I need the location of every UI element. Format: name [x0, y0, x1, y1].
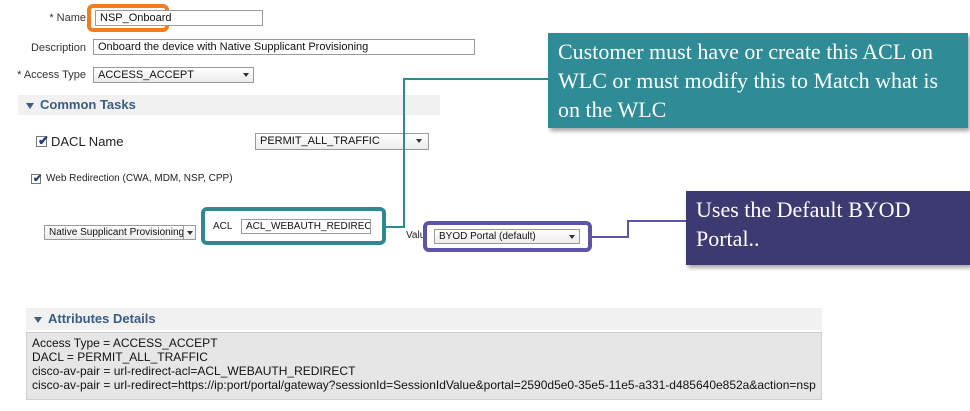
chevron-down-icon: [569, 235, 575, 239]
attributes-header[interactable]: Attributes Details: [26, 308, 822, 330]
dacl-select[interactable]: PERMIT_ALL_TRAFFIC: [255, 133, 429, 150]
acl-callout-text: Customer must have or create this ACL on…: [558, 39, 939, 122]
portal-callout: Uses the Default BYOD Portal..: [686, 191, 970, 265]
redirect-type-value: Native Supplicant Provisioning: [49, 227, 185, 238]
common-tasks-header[interactable]: Common Tasks: [18, 95, 440, 115]
web-redirect-checkbox[interactable]: ✔: [31, 173, 43, 185]
attributes-box: Access Type = ACCESS_ACCEPT DACL = PERMI…: [26, 332, 822, 400]
attribute-line: cisco-av-pair = url-redirect-acl=ACL_WEB…: [32, 364, 356, 378]
chevron-down-icon: [416, 139, 422, 143]
attribute-line: Access Type = ACCESS_ACCEPT: [32, 336, 218, 350]
dacl-checkbox[interactable]: ✔: [36, 133, 49, 148]
checkmark-icon: ✔: [38, 133, 49, 148]
description-input[interactable]: Onboard the device with Native Supplican…: [93, 39, 475, 55]
redirect-type-select[interactable]: Native Supplicant Provisioning: [44, 225, 196, 240]
dacl-value: PERMIT_ALL_TRAFFIC: [260, 135, 380, 147]
value-label: Value: [406, 230, 431, 241]
acl-label: ACL: [213, 221, 233, 232]
attribute-line: cisco-av-pair = url-redirect=https://ip:…: [32, 378, 816, 392]
web-redirect-label: Web Redirection (CWA, MDM, NSP, CPP): [46, 173, 233, 184]
access-type-label: * Access Type: [17, 69, 86, 81]
chevron-down-icon: [243, 73, 249, 77]
select-divider: [183, 226, 184, 239]
portal-connector-line: [592, 220, 686, 238]
name-input[interactable]: NSP_Onboard: [95, 10, 263, 26]
attribute-line: DACL = PERMIT_ALL_TRAFFIC: [32, 350, 208, 364]
checkmark-icon: ✔: [33, 173, 43, 185]
collapse-triangle-icon: [26, 102, 34, 109]
attributes-title: Attributes Details: [48, 311, 156, 326]
portal-select[interactable]: BYOD Portal (default): [434, 229, 580, 244]
description-label: Description: [30, 42, 86, 54]
acl-callout: Customer must have or create this ACL on…: [548, 33, 968, 128]
common-tasks-title: Common Tasks: [40, 97, 136, 112]
access-type-select[interactable]: ACCESS_ACCEPT: [93, 67, 254, 83]
acl-connector-line: [386, 78, 548, 228]
portal-callout-text: Uses the Default BYOD Portal..: [696, 197, 911, 251]
name-label: * Name: [49, 12, 86, 24]
acl-input[interactable]: ACL_WEBAUTH_REDIRECT: [241, 219, 371, 234]
collapse-triangle-icon: [34, 316, 42, 323]
dacl-label: DACL Name: [51, 134, 124, 149]
chevron-down-icon: [187, 231, 193, 235]
access-type-value: ACCESS_ACCEPT: [98, 69, 194, 81]
portal-value: BYOD Portal (default): [439, 231, 536, 242]
